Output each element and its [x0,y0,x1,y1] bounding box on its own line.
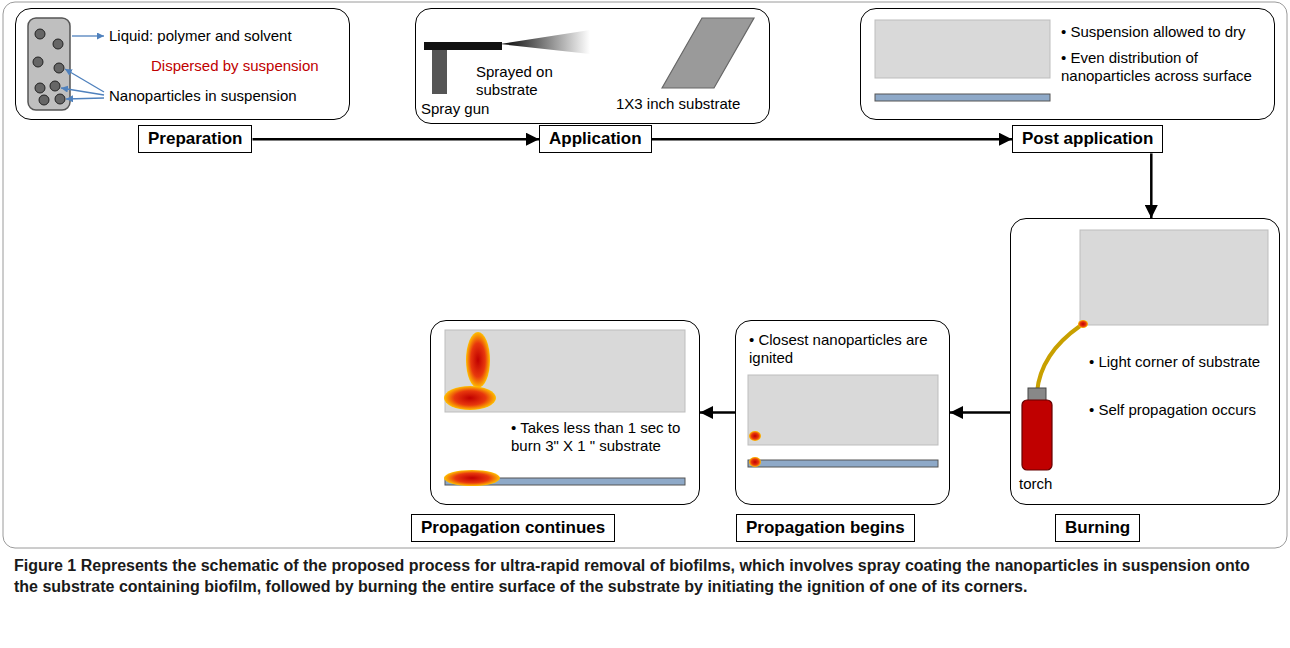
stage-name: Preparation [148,129,242,149]
stage-panel: • Light corner of substrate • Self propag… [1010,218,1280,505]
panel-text: torch [1019,475,1079,493]
substrate-top-view [1080,230,1268,325]
figure-frame [3,2,1287,548]
panel-text: • Closest nanoparticles are ignited [749,331,944,367]
stage-label: Burning [1055,514,1140,542]
panel-text: 1X3 inch substrate [616,95,766,113]
flame [444,470,500,486]
stage-panel: • Takes less than 1 sec to burn 3" X 1 "… [430,320,700,505]
process-arrow [950,411,1010,414]
panel-text: Nanoparticles in suspension [109,87,344,105]
substrate-side-view [875,94,1050,101]
substrate-top-view [875,20,1050,78]
flame [466,332,490,388]
stage-panel: Sprayed on substrateSpray gun 1X3 inch su… [415,8,770,124]
stage-label: Application [539,125,652,153]
substrate-side-view [748,460,938,467]
vial [28,18,70,110]
stage-label: Propagation begins [736,514,915,542]
stage-panel: • Suspension allowed to dry • Even distri… [860,8,1275,120]
stage-name: Propagation begins [746,518,905,538]
panel-text: • Takes less than 1 sec to burn 3" X 1 "… [511,419,693,455]
panel-text: Sprayed on substrate [476,63,571,99]
process-arrow [652,138,1012,141]
leader-lines [61,36,104,99]
panel-text: • Self propagation occurs [1089,401,1274,419]
panel-text: Dispersed by suspension [151,57,346,75]
figure-caption: Figure 1 Represents the schematic of the… [14,556,1276,598]
stage-label: Propagation continues [411,514,615,542]
stage-label: Post application [1012,125,1163,153]
flame [749,457,761,467]
stage-name: Burning [1065,518,1130,538]
panel-text: • Suspension allowed to dry [1061,23,1266,41]
panel-text: Spray gun [421,100,511,118]
stage-name: Propagation continues [421,518,605,538]
process-arrow [1150,153,1153,218]
stage-panel: Liquid: polymer and solventDispersed by … [15,8,350,120]
panel-text: • Light corner of substrate [1089,353,1274,371]
substrate-top-view [445,330,685,412]
process-arrow [700,411,735,414]
stage-label: Preparation [138,125,252,153]
torch-symbol [1022,320,1088,470]
process-arrow [252,138,539,141]
panel-text: Liquid: polymer and solvent [109,27,344,45]
flame [444,386,496,410]
substrate-slide [662,18,754,88]
flame [749,431,761,441]
stage-name: Application [549,129,642,149]
panel-text: • Even distribution of nanoparticles acr… [1061,49,1266,85]
stage-panel: • Closest nanoparticles are ignited [735,320,950,505]
stage-name: Post application [1022,129,1153,149]
substrate-top-view [748,375,938,445]
